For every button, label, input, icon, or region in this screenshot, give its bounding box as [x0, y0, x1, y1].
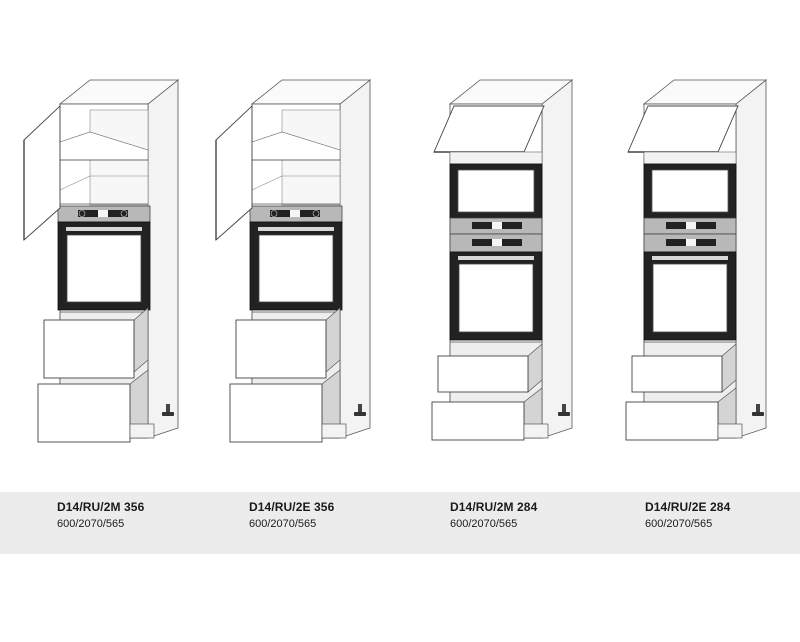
cabinet-drawing-3 — [431, 79, 573, 441]
product-label-1: D14/RU/2M 356 600/2070/565 — [57, 500, 227, 531]
product-code: D14/RU/2M 284 — [450, 500, 538, 514]
cabinet-drawing-1 — [23, 79, 179, 443]
product-label-3: D14/RU/2M 284 600/2070/565 — [450, 500, 620, 531]
product-dimensions: 600/2070/565 — [645, 518, 713, 530]
cabinet-drawing-4 — [625, 79, 767, 441]
cabinet-drawing-2 — [215, 79, 371, 443]
product-label-2: D14/RU/2E 356 600/2070/565 — [249, 500, 419, 531]
cabinet-drawings — [23, 79, 767, 443]
product-dimensions: 600/2070/565 — [450, 518, 518, 530]
product-dimensions: 600/2070/565 — [249, 518, 317, 530]
product-dimensions: 600/2070/565 — [57, 518, 125, 530]
product-code: D14/RU/2E 356 — [249, 500, 335, 514]
product-code: D14/RU/2E 284 — [645, 500, 731, 514]
caption-band — [0, 492, 800, 554]
product-code: D14/RU/2M 356 — [57, 500, 145, 514]
product-label-4: D14/RU/2E 284 600/2070/565 — [645, 500, 800, 531]
